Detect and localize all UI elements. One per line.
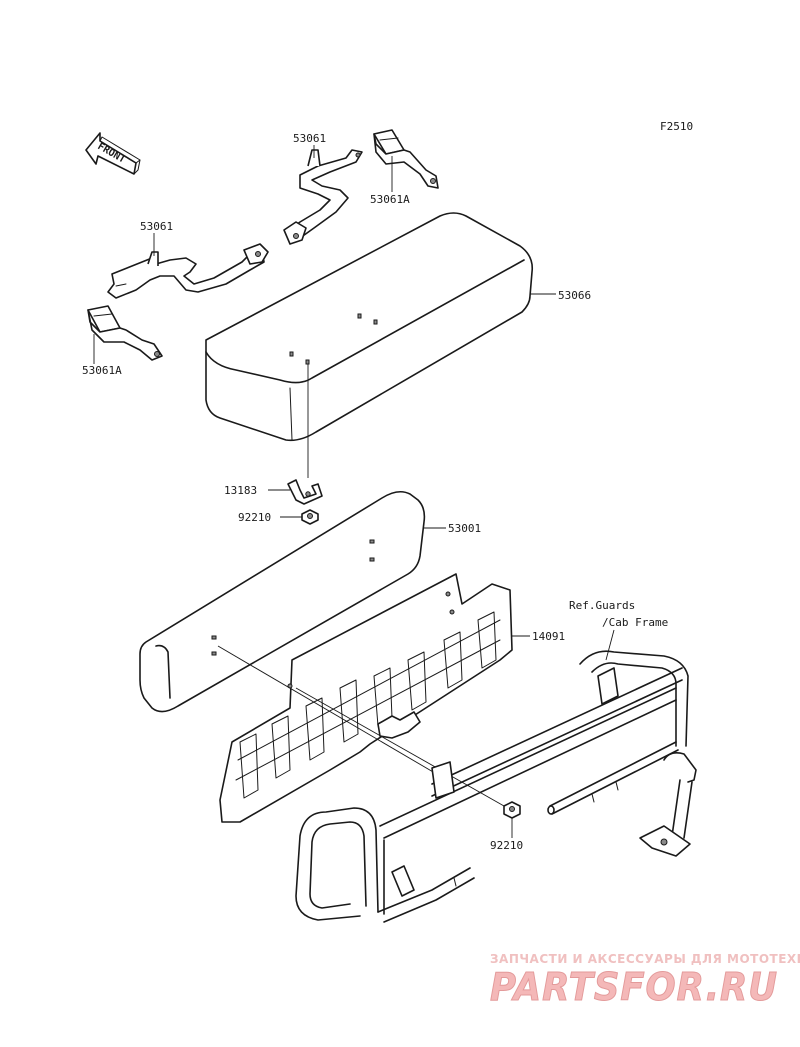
callout-92210-upper: 92210 <box>238 511 271 524</box>
callout-leaders <box>93 145 615 838</box>
reference-guards-line2: /Cab Frame <box>602 616 668 629</box>
callout-53001: 53001 <box>448 522 481 535</box>
callout-53061A-top: 53061A <box>370 193 410 206</box>
backrest-panel-14091 <box>217 573 513 823</box>
nut-92210-lower <box>503 801 521 819</box>
buckle-53061A-left <box>87 305 163 361</box>
seat-back-53001 <box>139 490 426 713</box>
cab-frame-reference <box>295 650 697 923</box>
front-arrow-icon: FRONT <box>85 132 141 175</box>
callout-13183: 13183 <box>224 484 257 497</box>
callout-92210-lower: 92210 <box>490 839 523 852</box>
callout-53061-top: 53061 <box>293 132 326 145</box>
strap-53061-top <box>283 149 363 245</box>
callout-53061A-left: 53061A <box>82 364 122 377</box>
seat-cushion-53066 <box>205 212 534 478</box>
callout-53066: 53066 <box>558 289 591 302</box>
buckle-53061A-top <box>373 129 439 189</box>
nut-92210-upper <box>301 509 319 525</box>
strap-53061-left <box>107 243 269 299</box>
bracket-13183 <box>287 479 323 505</box>
watermark-brand: PARTSFOR.RU <box>490 965 778 1009</box>
watermark-tagline: ЗАПЧАСТИ И АКСЕССУАРЫ ДЛЯ МОТОТЕХНИКИ <box>490 952 800 966</box>
callout-14091: 14091 <box>532 630 565 643</box>
diagram-code: F2510 <box>660 120 693 133</box>
reference-guards-line1: Ref.Guards <box>569 599 635 612</box>
callout-53061-left: 53061 <box>140 220 173 233</box>
